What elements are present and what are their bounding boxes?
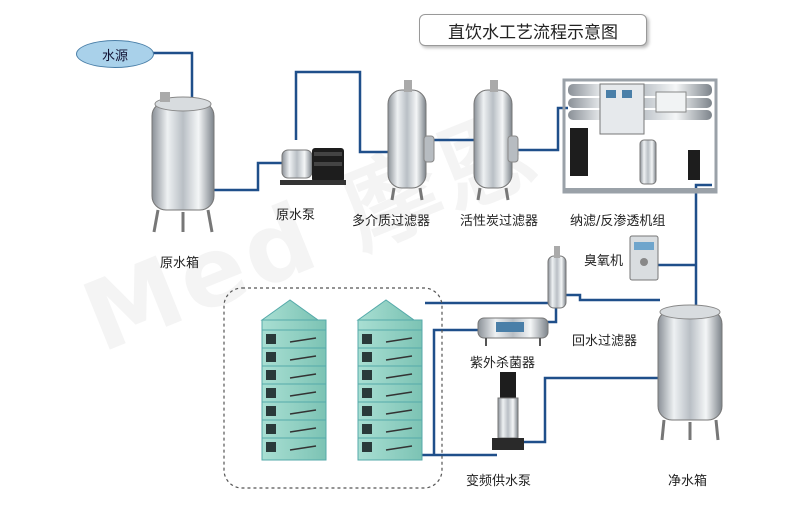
building-tap bbox=[385, 373, 413, 379]
building-window bbox=[362, 334, 372, 344]
carbon-filter-label: 活性炭过滤器 bbox=[460, 214, 539, 229]
building-window bbox=[362, 352, 372, 362]
building-window bbox=[362, 424, 372, 434]
pipe-return-line bbox=[565, 293, 660, 302]
variable-frequency-supply-pump bbox=[492, 372, 524, 450]
raw-water-tank bbox=[151, 92, 215, 233]
pipe-carbon-to-membrane bbox=[512, 106, 568, 152]
membrane-unit bbox=[562, 78, 718, 194]
pipe-network bbox=[152, 51, 712, 457]
building-tap bbox=[385, 427, 413, 433]
building-window bbox=[266, 334, 276, 344]
pipe-clean-tank-to-supply-pump bbox=[520, 376, 660, 444]
building-tap bbox=[289, 427, 317, 433]
building-window bbox=[266, 442, 276, 452]
raw-tank-label: 原水箱 bbox=[160, 256, 200, 271]
supply-pump-label: 变频供水泵 bbox=[466, 474, 532, 489]
building-window bbox=[266, 424, 276, 434]
clean-tank-label: 净水箱 bbox=[668, 474, 708, 489]
membrane-unit-label: 纳滤/反渗透机组 bbox=[570, 214, 666, 229]
return-water-filter bbox=[547, 246, 567, 309]
raw-pump-label: 原水泵 bbox=[276, 208, 316, 223]
building-window bbox=[362, 370, 372, 380]
carbon-filter bbox=[473, 80, 519, 201]
water-source-node: 水源 bbox=[76, 40, 154, 68]
building-window bbox=[266, 352, 276, 362]
building-tap bbox=[289, 373, 317, 379]
raw-water-pump bbox=[280, 148, 346, 185]
building-tap bbox=[289, 391, 317, 397]
clean-water-tank bbox=[657, 304, 723, 441]
building-area bbox=[223, 287, 443, 489]
building-tap bbox=[385, 355, 413, 361]
building-window bbox=[266, 370, 276, 380]
return-filter-label: 回水过滤器 bbox=[572, 334, 638, 349]
uv-sterilizer bbox=[477, 317, 549, 346]
building-tap bbox=[385, 337, 413, 343]
building-tap bbox=[385, 409, 413, 415]
building-tap bbox=[289, 355, 317, 361]
building-window bbox=[266, 388, 276, 398]
building-tap bbox=[385, 445, 413, 451]
building-tap bbox=[289, 445, 317, 451]
building-tap bbox=[289, 409, 317, 415]
building-tap bbox=[289, 337, 317, 343]
pipe-membrane-to-clean-tank bbox=[694, 183, 712, 305]
diagram-title: 直饮水工艺流程示意图 bbox=[419, 14, 647, 46]
ozone-label: 臭氧机 bbox=[584, 254, 624, 269]
multimedia-filter bbox=[387, 80, 435, 201]
building-tap bbox=[385, 391, 413, 397]
multimedia-filter-label: 多介质过滤器 bbox=[352, 214, 431, 229]
building-window bbox=[362, 406, 372, 416]
building-window bbox=[266, 406, 276, 416]
uv-label: 紫外杀菌器 bbox=[470, 356, 536, 371]
pipe-raw-tank-to-pump bbox=[213, 161, 283, 192]
pipe-uv-to-building bbox=[432, 328, 480, 455]
ozone-generator bbox=[629, 235, 659, 281]
building-window bbox=[362, 388, 372, 398]
pipe-pump-to-multimedia bbox=[294, 70, 392, 154]
pipe-source-to-raw-tank bbox=[152, 51, 194, 100]
building-window bbox=[362, 442, 372, 452]
